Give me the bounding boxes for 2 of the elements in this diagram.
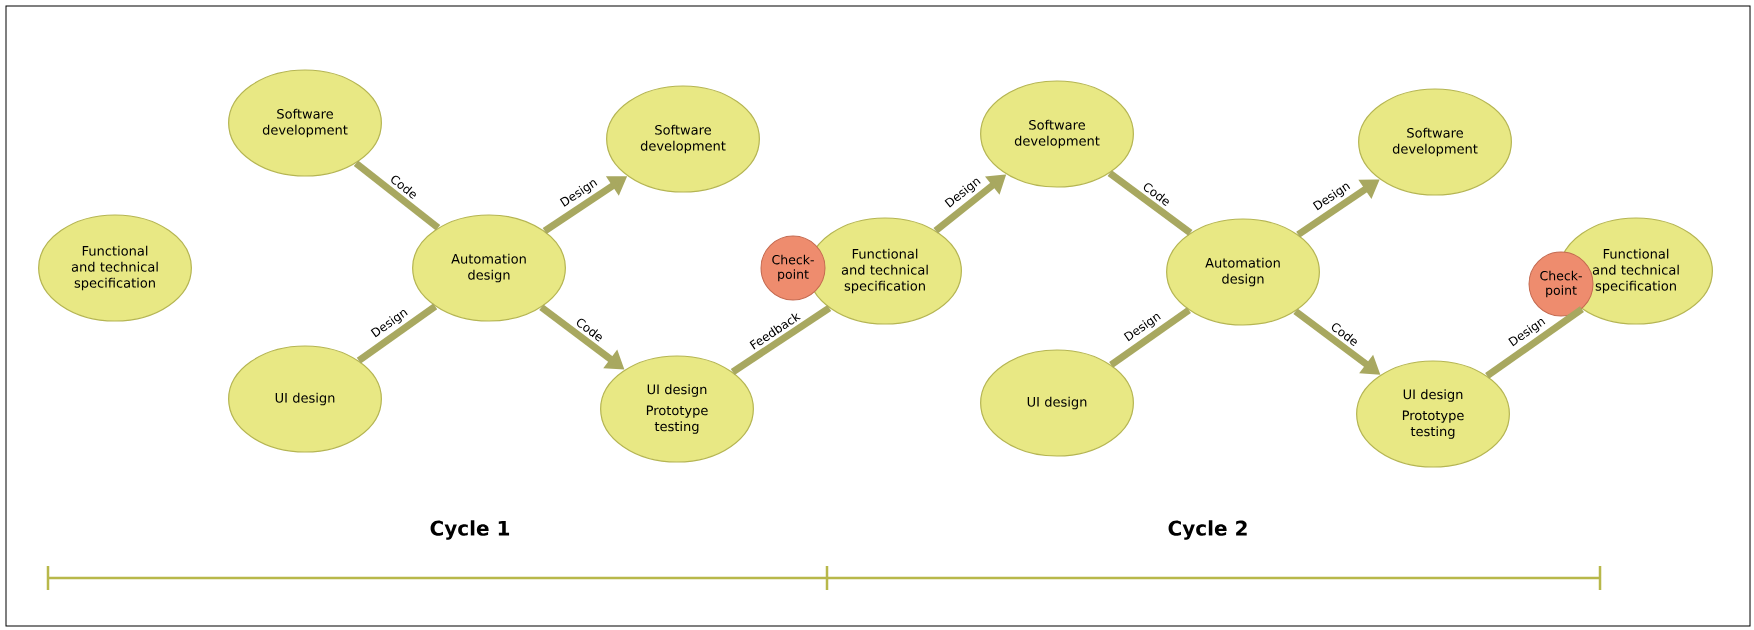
cycle-label: Cycle 2	[1168, 520, 1247, 540]
cycle-label: Cycle 1	[430, 520, 510, 540]
